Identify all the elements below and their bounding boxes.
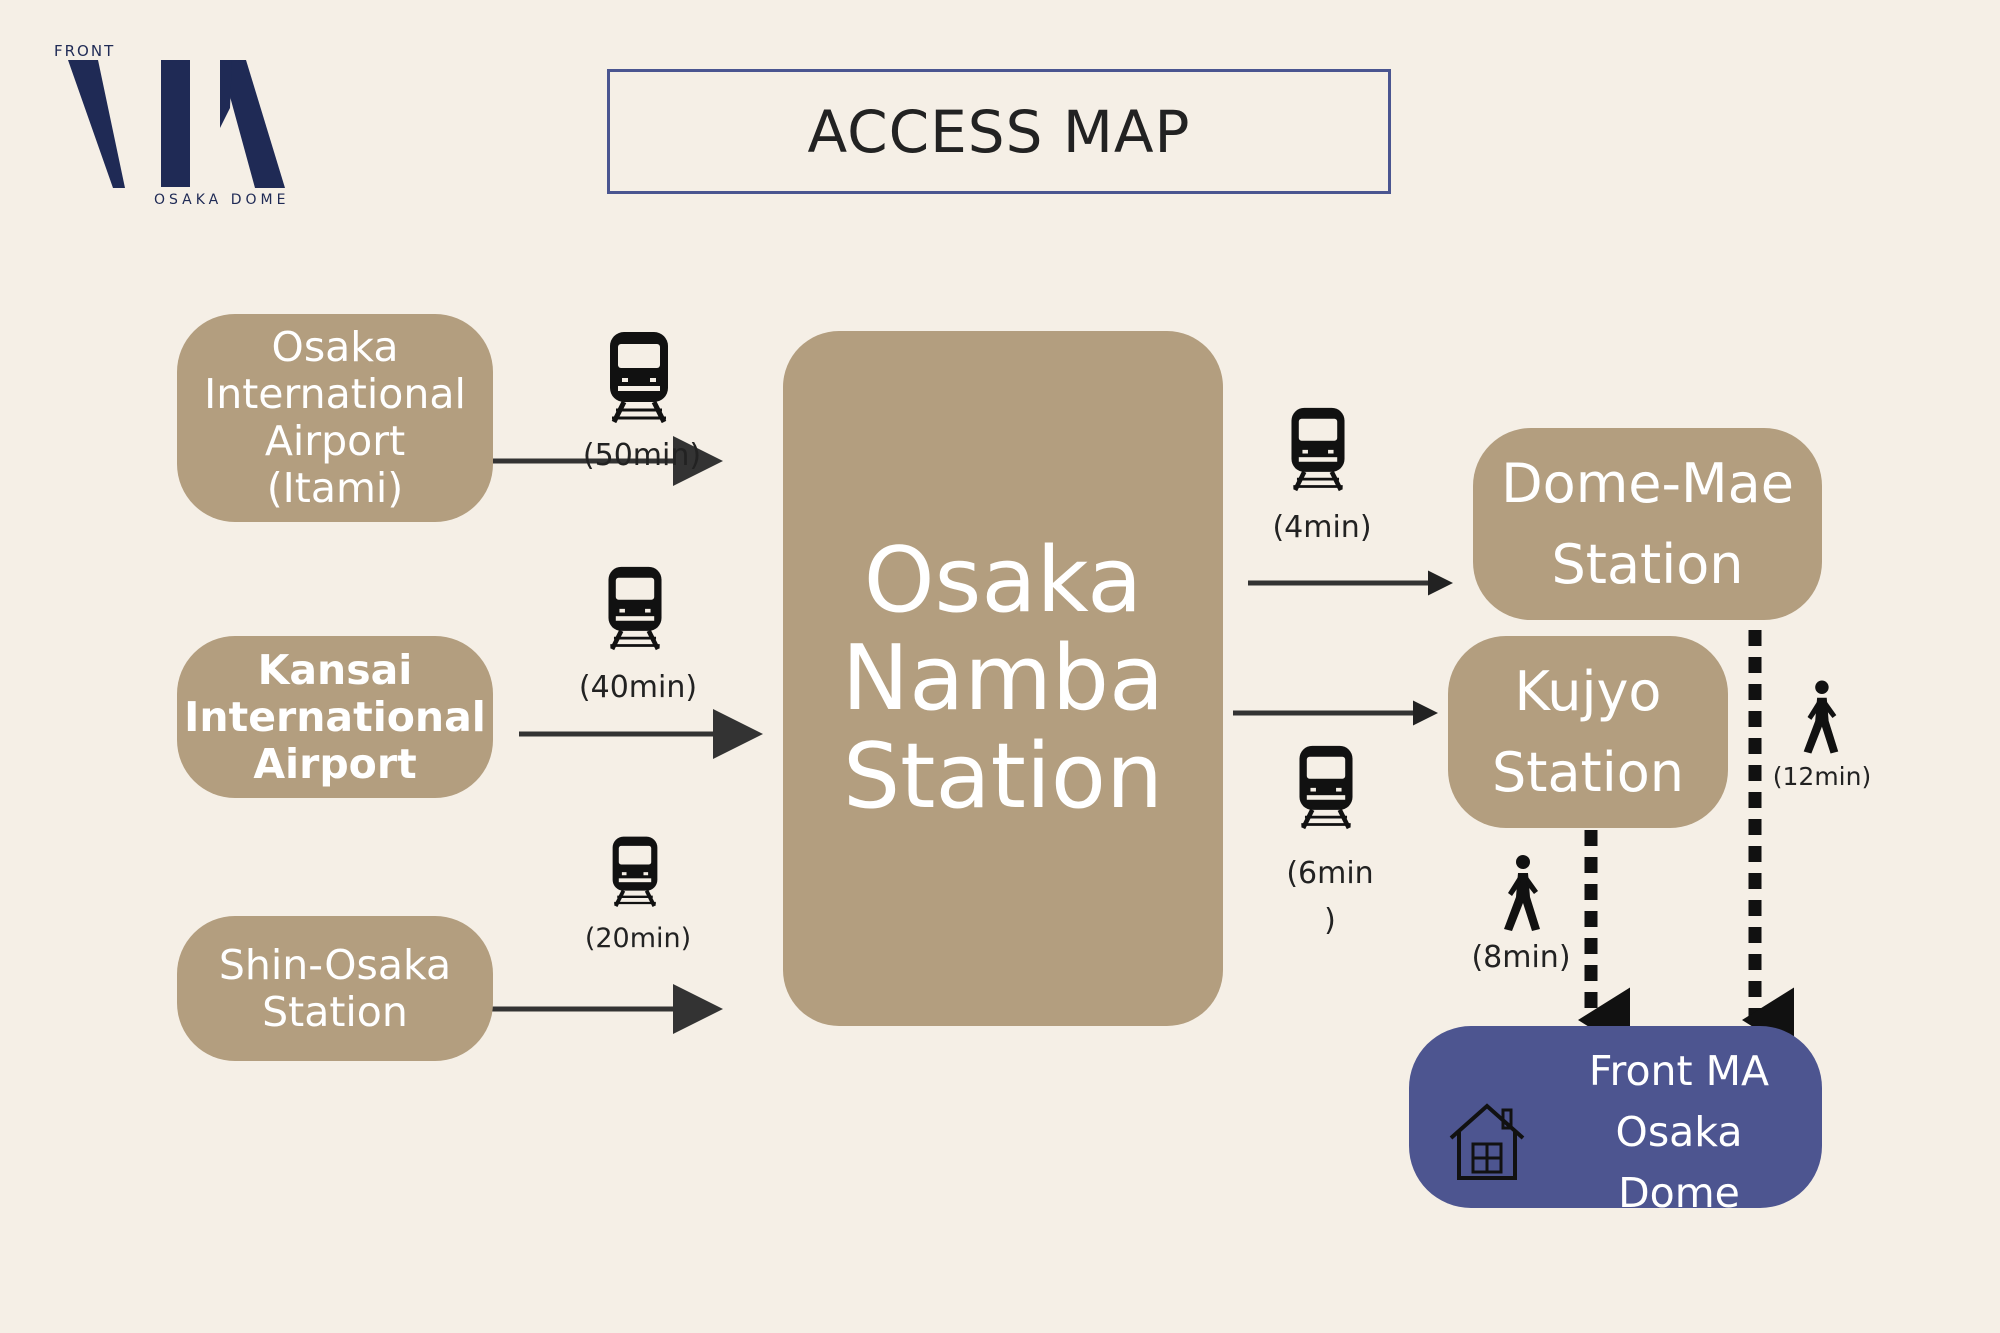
time-label-kujyo: (6min ) — [1286, 856, 1374, 938]
time-label-itami: (50min) — [582, 438, 702, 473]
station-dome-mae: Dome-Mae Station — [1473, 428, 1822, 620]
logo-bottom-text: OSAKA DOME — [154, 192, 290, 208]
time-label-walk-domemae: (12min) — [1772, 762, 1872, 791]
train-icon — [612, 836, 658, 907]
logo-mark — [68, 60, 285, 188]
origin-shin-osaka: Shin-Osaka Station — [177, 916, 493, 1061]
time-label-walk-kujyo: (8min) — [1471, 940, 1571, 975]
time-label-kansai: (40min) — [578, 670, 698, 705]
destination-line-2: Osaka Dome — [1615, 1108, 1743, 1217]
walking-person-icon — [1803, 680, 1839, 754]
walking-person-icon — [1504, 855, 1540, 931]
train-icon — [610, 332, 668, 423]
destination-front-ma-osaka-dome: Front MA Osaka Dome — [1409, 1026, 1822, 1217]
train-icon — [1291, 407, 1345, 492]
train-icon — [1299, 745, 1353, 830]
station-kujyo: Kujyo Station — [1448, 636, 1728, 828]
house-icon — [1449, 1103, 1525, 1180]
origin-itami: Osaka International Airport (Itami) — [177, 314, 493, 522]
origin-kansai: Kansai International Airport — [177, 636, 493, 798]
hub-namba-station: Osaka Namba Station — [783, 331, 1223, 1026]
train-icon — [608, 566, 662, 651]
page-title: ACCESS MAP — [607, 69, 1391, 194]
logo-top-text: FRONT — [54, 42, 116, 60]
destination-line-1: Front MA — [1588, 1047, 1770, 1095]
time-label-domemae: (4min) — [1272, 510, 1372, 545]
brand-logo: FRONT OSAKA DOME — [50, 38, 300, 218]
time-label-shin-osaka: (20min) — [584, 923, 692, 954]
